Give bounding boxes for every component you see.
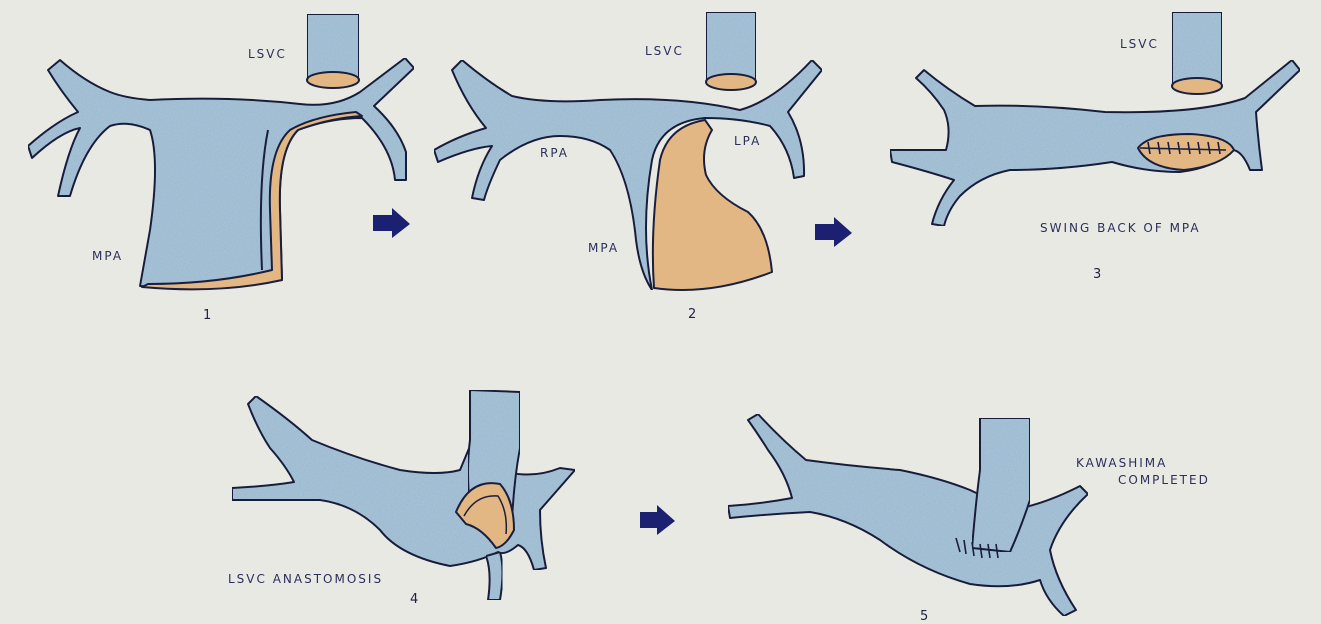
label-lpa: LPA (734, 134, 761, 148)
label-lsvc-3: LSVC (1120, 37, 1159, 51)
lsvc-vessel-1 (307, 14, 359, 88)
label-lsvc-1: LSVC (248, 47, 287, 61)
step-number-5: 5 (920, 609, 928, 624)
lsvc-vessel-2 (706, 12, 756, 90)
step-number-2: 2 (688, 307, 696, 322)
label-kawashima: KAWASHIMA (1076, 456, 1167, 470)
lsvc-vessel-3 (1172, 12, 1222, 94)
label-swing-back: SWING BACK OF MPA (1040, 221, 1201, 235)
step-number-1: 1 (203, 308, 211, 323)
label-completed: COMPLETED (1118, 473, 1210, 487)
label-lsvc-2: LSVC (645, 44, 684, 58)
step-number-3: 3 (1093, 267, 1101, 282)
label-lsvc-anastomosis: LSVC ANASTOMOSIS (228, 572, 383, 586)
label-rpa: RPA (540, 146, 569, 160)
label-mpa-1: MPA (92, 249, 123, 263)
step-number-4: 4 (410, 592, 418, 607)
label-mpa-2: MPA (588, 241, 619, 255)
